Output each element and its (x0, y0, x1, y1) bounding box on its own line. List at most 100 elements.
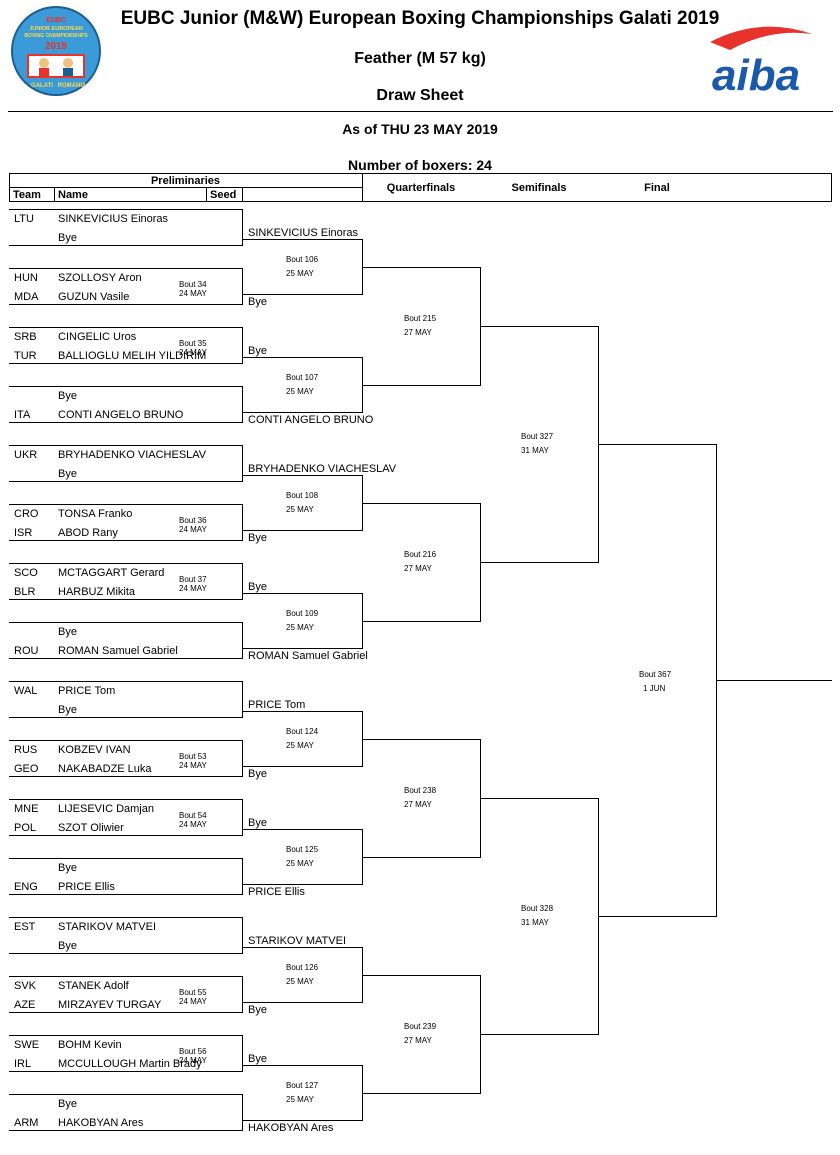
bout-date: 31 MAY (521, 446, 549, 455)
boxer-name: Bye (58, 1098, 77, 1110)
prelim-line-bottom (9, 245, 242, 246)
col-final: Final (644, 182, 670, 194)
boxer-name: Bye (58, 390, 77, 402)
prelim-line-bottom (9, 422, 242, 423)
boxer-name: NAKABADZE Luka (58, 763, 152, 775)
col-seed: Seed (210, 189, 237, 201)
bout-number: Bout 53 (179, 752, 207, 761)
prelim-line-bottom (9, 1130, 242, 1131)
boxer-name: Bye (58, 626, 77, 638)
boxer-name: LIJESEVIC Damjan (58, 803, 154, 815)
team-code: ROU (14, 645, 39, 657)
prelim-line-bottom (9, 776, 242, 777)
prelim-line-bottom (9, 1012, 242, 1013)
bout-number: Bout 56 (179, 1047, 207, 1056)
qf-slot-label: BRYHADENKO VIACHESLAV (248, 463, 397, 475)
bout-date: 24 MAY (179, 289, 207, 298)
team-code: EST (14, 921, 36, 933)
bout-date: 25 MAY (286, 268, 314, 278)
bout-number: Bout 125 (286, 844, 319, 854)
bout-number: Bout 37 (179, 575, 207, 584)
bout-date: 27 MAY (404, 564, 432, 573)
qf-line-lower (242, 294, 362, 295)
bout-date: 24 MAY (179, 1056, 207, 1065)
prelim-line-bottom (9, 599, 242, 600)
eubc-logo: EUBC JUNIOR EUROPEAN BOXING CHAMPIONSHIP… (10, 5, 102, 97)
prelim-line-top (9, 858, 242, 859)
qf-line-lower (242, 412, 362, 413)
team-code: CRO (14, 508, 39, 520)
prelim-line-top (9, 504, 242, 505)
prelim-connector (242, 504, 243, 541)
prelim-line-top (9, 622, 242, 623)
team-code: WAL (14, 685, 38, 697)
team-code: IRL (14, 1058, 32, 1070)
header-divider-name (206, 188, 207, 202)
prelim-line-bottom (9, 658, 242, 659)
boxer-name: Bye (58, 704, 77, 716)
bout-number: Bout 124 (286, 726, 319, 736)
team-code: SRB (14, 331, 37, 343)
bout-date: 25 MAY (286, 386, 314, 396)
team-code: LTU (14, 213, 34, 225)
prelim-line-top (9, 563, 242, 564)
sf-line-lower (362, 1093, 480, 1094)
page-title: EUBC Junior (M&W) European Boxing Champi… (120, 8, 720, 29)
bout-number: Bout 106 (286, 254, 319, 264)
bout-date: 25 MAY (286, 858, 314, 868)
header-divider-team (54, 188, 55, 202)
boxer-name: BOHM Kevin (58, 1039, 122, 1051)
bout-date: 27 MAY (404, 800, 432, 809)
qf-line-lower (242, 884, 362, 885)
team-code: RUS (14, 744, 38, 756)
logo-year: 2019 (45, 41, 68, 52)
col-quarterfinals: Quarterfinals (386, 182, 456, 194)
bout-date: 25 MAY (286, 976, 314, 986)
prelim-connector (242, 681, 243, 718)
qf-slot-label: Bye (248, 532, 267, 544)
team-code: TUR (14, 350, 37, 362)
team-code: ISR (14, 527, 33, 539)
bout-number: Bout 239 (404, 1022, 437, 1031)
prelim-line-top (9, 1094, 242, 1095)
bout-number: Bout 328 (521, 904, 554, 913)
prelim-connector (242, 917, 243, 954)
bout-date: 24 MAY (179, 997, 207, 1006)
team-code: ITA (14, 409, 31, 421)
qf-line-upper (242, 947, 362, 948)
sf-line-lower (362, 621, 480, 622)
bout-date: 24 MAY (179, 761, 207, 770)
logo-line3: BOXING CHAMPIONSHIPS (24, 33, 88, 39)
col-preliminaries: Preliminaries (150, 175, 221, 187)
qf-slot-label: HAKOBYAN Ares (248, 1122, 334, 1134)
team-code: ARM (14, 1117, 39, 1129)
qf-slot-label: ROMAN Samuel Gabriel (248, 650, 368, 662)
prelim-line-bottom (9, 835, 242, 836)
aiba-logo-text: aiba (712, 51, 800, 98)
boxer-name: ABOD Rany (58, 527, 118, 539)
prelim-connector (242, 858, 243, 895)
boxer-name: HAKOBYAN Ares (58, 1117, 144, 1129)
prelim-line-top (9, 740, 242, 741)
qf-line-lower (242, 1120, 362, 1121)
qf-slot-label: CONTI ANGELO BRUNO (248, 414, 374, 426)
qf-line-upper (242, 239, 362, 240)
prelim-line-top (9, 1035, 242, 1036)
prelim-connector (242, 740, 243, 777)
boxer-name: SZOLLOSY Aron (58, 272, 142, 284)
weight-class: Feather (M 57 kg) (354, 50, 486, 67)
logo-line1: EUBC (46, 17, 66, 24)
prelim-line-bottom (9, 304, 242, 305)
boxer-name: SINKEVICIUS Einoras (58, 213, 169, 225)
bout-number: Bout 238 (404, 786, 437, 795)
prelim-line-bottom (9, 717, 242, 718)
boxer-name: SZOT Oliwier (58, 822, 124, 834)
prelim-line-top (9, 327, 242, 328)
bout-date: 31 MAY (521, 918, 549, 927)
bout-date: 25 MAY (286, 504, 314, 514)
bout-number: Bout 127 (286, 1080, 319, 1090)
prelim-connector (242, 209, 243, 246)
sf-line-lower (362, 857, 480, 858)
prelim-line-top (9, 917, 242, 918)
final-line-lower (598, 916, 716, 917)
